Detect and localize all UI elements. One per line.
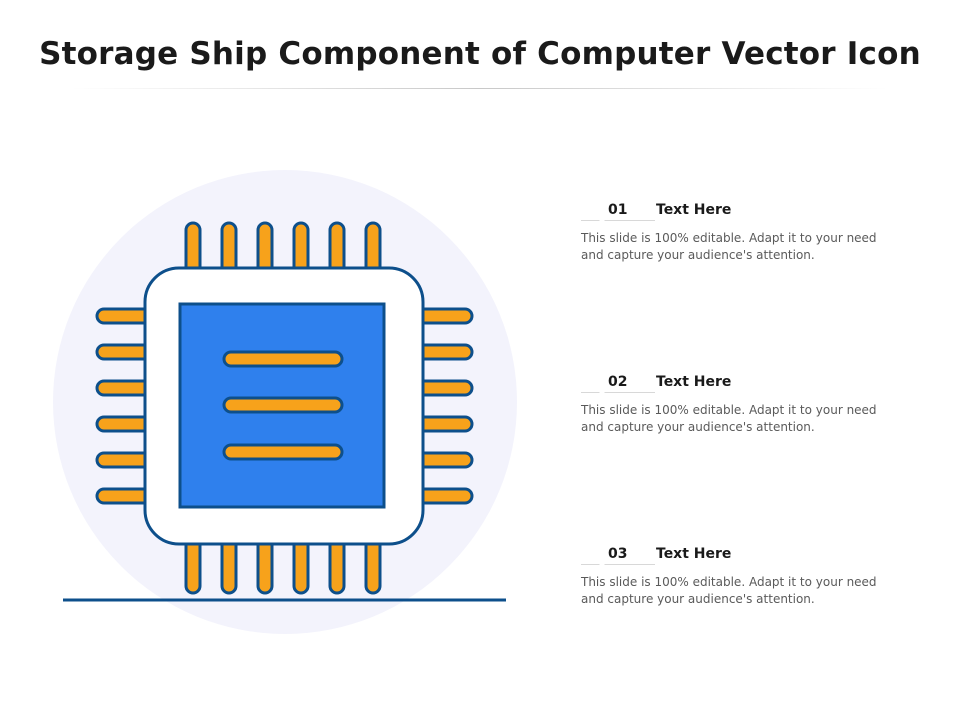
item-number-underline: [581, 220, 655, 221]
core-bars: [222, 350, 344, 461]
list-item: 02 Text Here This slide is 100% editable…: [581, 374, 901, 436]
item-description: This slide is 100% editable. Adapt it to…: [581, 231, 877, 262]
item-number: 03: [608, 546, 628, 562]
core-bar-2: [222, 396, 344, 414]
core-bar-1: [222, 350, 344, 368]
item-number: 01: [608, 202, 628, 218]
page-title: Storage Ship Component of Computer Vecto…: [39, 36, 921, 72]
list-item: 01 Text Here This slide is 100% editable…: [581, 202, 901, 264]
item-number-underline: [581, 564, 655, 565]
item-heading: Text Here: [656, 202, 732, 218]
item-description: This slide is 100% editable. Adapt it to…: [581, 575, 877, 606]
title-divider: [72, 88, 888, 89]
item-number: 02: [608, 374, 628, 390]
list-item: 03 Text Here This slide is 100% editable…: [581, 546, 901, 608]
core-bar-3: [222, 443, 344, 461]
item-heading: Text Here: [656, 546, 732, 562]
right-pins: [414, 307, 474, 505]
bottom-pins: [184, 534, 382, 595]
left-pins: [95, 307, 155, 505]
item-heading: Text Here: [656, 374, 732, 390]
item-number-underline: [581, 392, 655, 393]
item-description: This slide is 100% editable. Adapt it to…: [581, 403, 877, 434]
